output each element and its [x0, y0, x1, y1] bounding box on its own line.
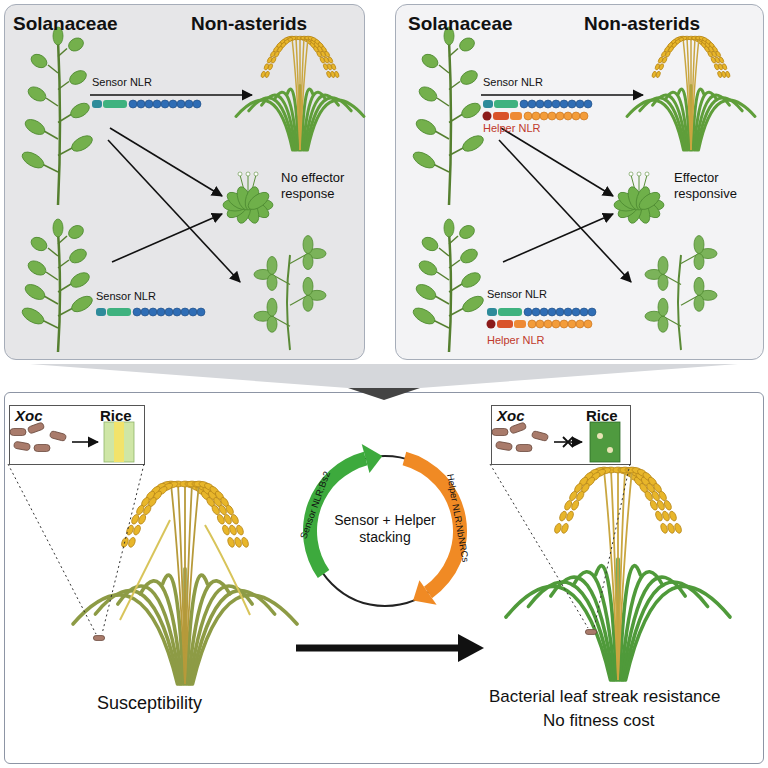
outcome-text: Susceptibility — [97, 693, 202, 715]
protein-label: Helper NLR — [483, 122, 540, 135]
plasmid-circle: Sensor + Helper stackingSensor NLR:Bs2He… — [310, 456, 460, 606]
comparison-panel: Solanaceae Non-asteridsEffector responsiv… — [395, 4, 764, 360]
panel-heading: Non-asterids — [584, 13, 700, 36]
protein-label: Sensor NLR — [483, 76, 543, 89]
pathogen-label: Xoc — [15, 407, 43, 425]
host-label: Rice — [100, 407, 132, 425]
funnel-band — [30, 364, 738, 388]
protein-label: Sensor NLR — [487, 288, 547, 301]
result-panel: Susceptibility Bacterial leaf streak resi… — [4, 392, 764, 764]
comparison-panel: Solanaceae Non-asterids No effector respon… — [4, 4, 365, 360]
outcome-text: Bacterial leaf streak resistance — [489, 687, 721, 707]
inset-box: Xoc Rice — [9, 405, 145, 465]
outcome-text: No effector response — [281, 170, 365, 201]
arrow-head — [413, 580, 437, 605]
host-label: Rice — [586, 407, 618, 425]
outcome-text: Effector responsive — [674, 170, 760, 201]
protein-label: Sensor NLR — [96, 290, 156, 303]
inset-box: Xoc Rice — [491, 405, 631, 465]
arrow-head — [362, 444, 383, 473]
outcome-text: No fitness cost — [543, 711, 655, 731]
protein-label: Sensor NLR — [92, 76, 152, 89]
protein-label: Helper NLR — [487, 334, 544, 347]
pathogen-label: Xoc — [497, 407, 525, 425]
panel-heading: Solanaceae — [13, 13, 118, 36]
plasmid-label: Sensor + Helper stacking — [330, 512, 440, 546]
panel-heading: Non-asterids — [191, 13, 307, 36]
panel-heading: Solanaceae — [408, 13, 513, 36]
